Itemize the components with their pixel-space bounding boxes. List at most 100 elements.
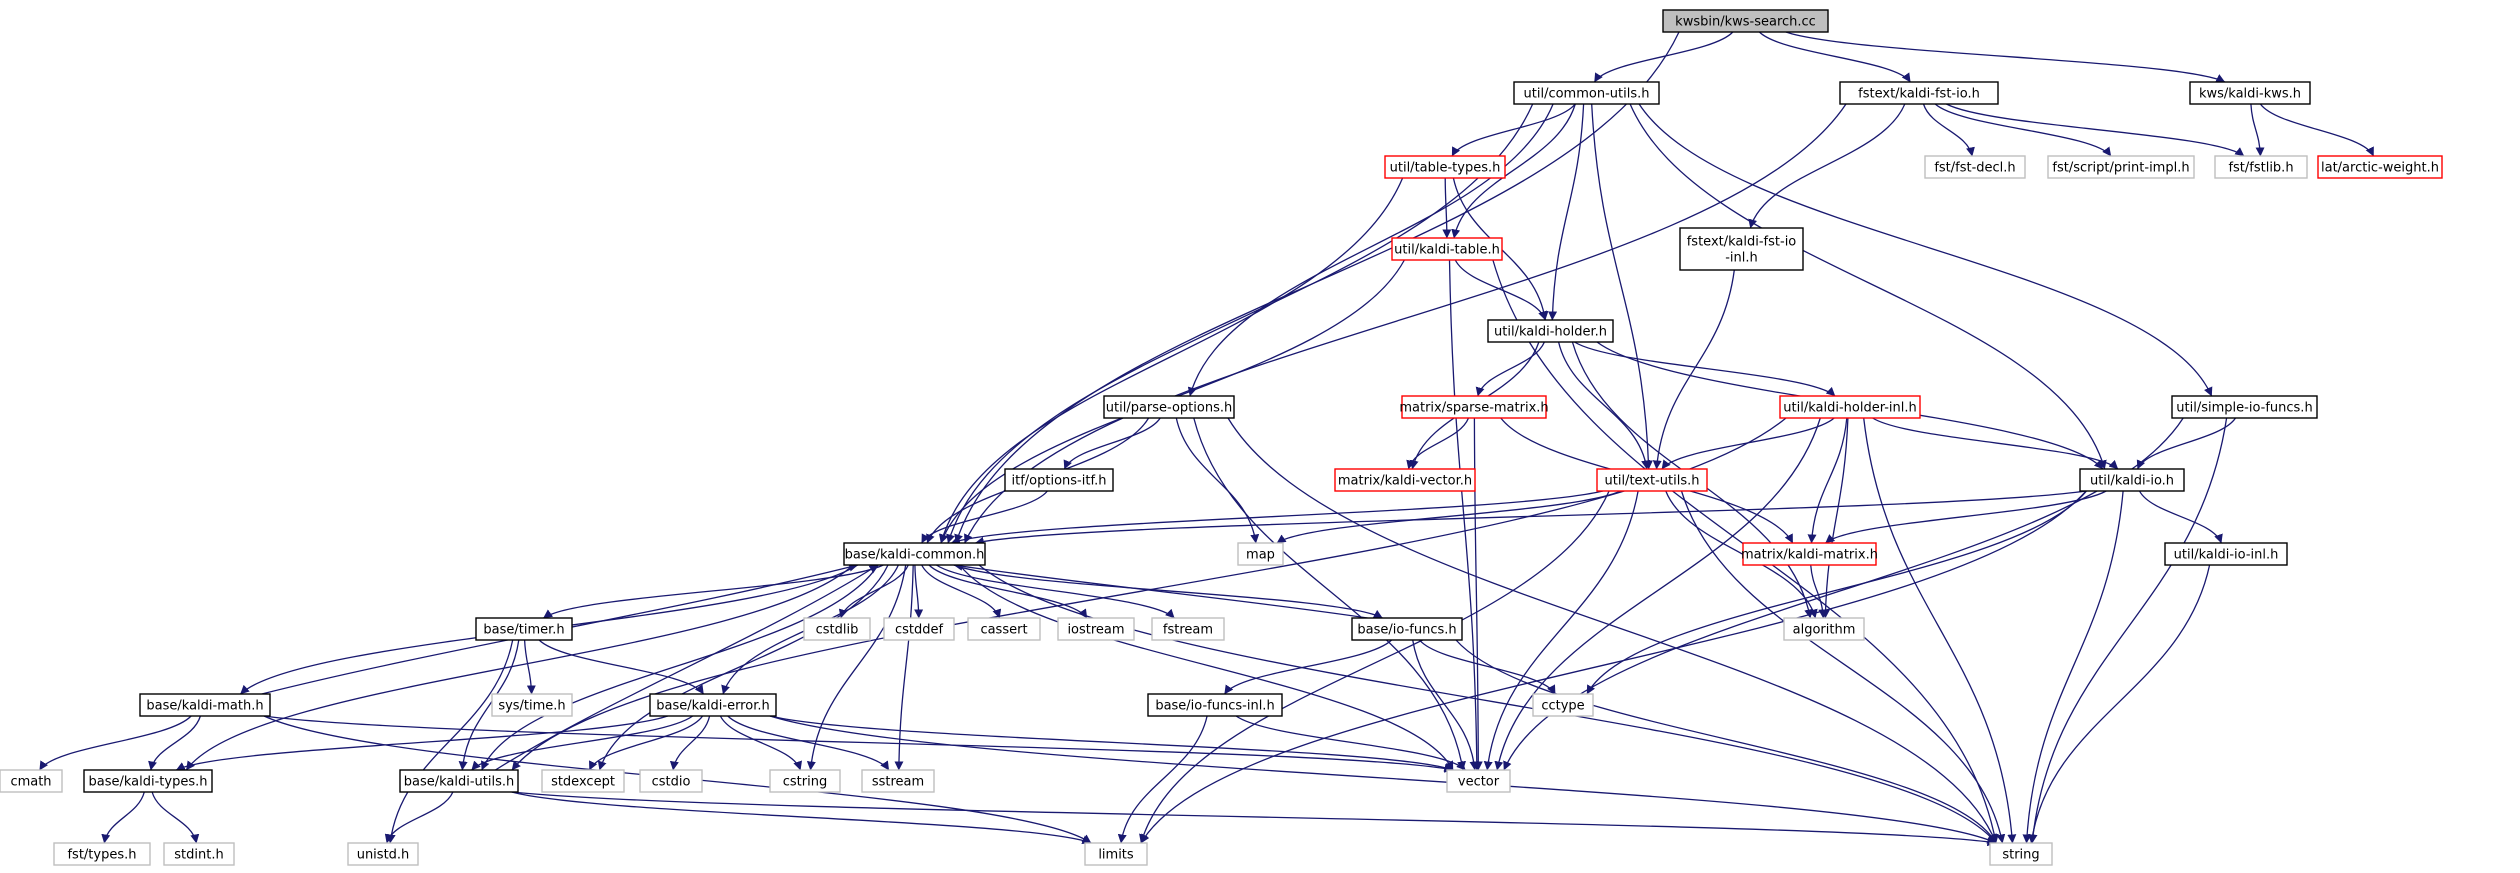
node-kaldi-types[interactable]: base/kaldi-types.h	[83, 769, 213, 793]
node-kaldi-io[interactable]: util/kaldi-io.h	[2079, 468, 2185, 492]
node-kaldi-error[interactable]: base/kaldi-error.h	[649, 693, 777, 717]
node-box	[1237, 542, 1284, 566]
edge-io-funcs-to-cctype	[1419, 639, 1556, 695]
node-kaldi-fst-io-inl[interactable]: fstext/kaldi-fst-io-inl.h	[1679, 227, 1804, 271]
node-box	[1401, 395, 1547, 419]
node-simple-io-funcs[interactable]: util/simple-io-funcs.h	[2171, 395, 2318, 419]
edge-kaldi-types-to-fst-types	[101, 791, 145, 844]
node-kaldi-kws[interactable]: kws/kaldi-kws.h	[2189, 81, 2311, 105]
node-label: sys/time.h	[498, 699, 565, 714]
node-cassert[interactable]: cassert	[967, 617, 1041, 641]
node-table-types[interactable]: util/table-types.h	[1384, 155, 1506, 179]
node-box	[139, 693, 271, 717]
edge-kaldi-error-to-cstring	[719, 715, 802, 771]
node-label: base/io-funcs.h	[1357, 623, 1456, 638]
edge-kaldi-types-to-stdint	[151, 791, 200, 844]
node-vector[interactable]: vector	[1446, 769, 1511, 793]
node-label: -inl.h	[1725, 251, 1758, 266]
node-label: cstring	[783, 775, 827, 790]
node-kaldi-holder-inl[interactable]: util/kaldi-holder-inl.h	[1779, 395, 1921, 419]
node-box	[1147, 693, 1283, 717]
node-text-utils[interactable]: util/text-utils.h	[1596, 468, 1708, 492]
dependency-edges	[39, 31, 2375, 847]
edge-kaldi-common-to-vector	[959, 564, 1454, 771]
edge-text-utils-to-string	[1680, 490, 2006, 844]
node-sstream[interactable]: sstream	[861, 769, 935, 793]
node-label: util/kaldi-io.h	[2090, 474, 2174, 489]
node-sparse-matrix[interactable]: matrix/sparse-matrix.h	[1399, 395, 1549, 419]
node-fst-types[interactable]: fst/types.h	[53, 842, 151, 866]
edge-kaldi-holder-inl-to-kaldi-io	[1872, 417, 2119, 470]
node-box	[649, 693, 777, 717]
node-io-funcs[interactable]: base/io-funcs.h	[1351, 617, 1463, 641]
node-kaldi-fst-io[interactable]: fstext/kaldi-fst-io.h	[1839, 81, 1999, 105]
node-algorithm[interactable]: algorithm	[1783, 617, 1865, 641]
node-label: algorithm	[1793, 623, 1856, 638]
edge-kaldi-math-to-vector	[263, 715, 1454, 773]
node-common-utils[interactable]: util/common-utils.h	[1513, 81, 1660, 105]
node-label: util/common-utils.h	[1524, 87, 1650, 102]
edge-io-funcs-to-string	[1455, 639, 1997, 844]
node-io-funcs-inl[interactable]: base/io-funcs-inl.h	[1147, 693, 1283, 717]
node-sys-time[interactable]: sys/time.h	[491, 693, 573, 717]
node-kaldi-holder[interactable]: util/kaldi-holder.h	[1487, 319, 1614, 343]
node-timer[interactable]: base/timer.h	[475, 617, 573, 641]
edge-text-utils-to-vector	[1483, 490, 1639, 771]
edge-kaldi-common-to-cstdlib	[838, 564, 909, 619]
node-fstream[interactable]: fstream	[1151, 617, 1225, 641]
node-map[interactable]: map	[1237, 542, 1284, 566]
node-fstlib[interactable]: fst/fstlib.h	[2214, 155, 2308, 179]
node-kaldi-matrix[interactable]: matrix/kaldi-matrix.h	[1741, 542, 1878, 566]
node-kaldi-utils[interactable]: base/kaldi-utils.h	[399, 769, 519, 793]
node-kaldi-io-inl[interactable]: util/kaldi-io-inl.h	[2164, 542, 2288, 566]
node-kaldi-common[interactable]: base/kaldi-common.h	[843, 542, 986, 566]
node-unistd[interactable]: unistd.h	[347, 842, 419, 866]
edge-timer-to-kaldi-error	[538, 639, 705, 695]
node-cctype[interactable]: cctype	[1532, 693, 1594, 717]
node-box	[639, 769, 703, 793]
edge-kaldi-common-to-cassert	[921, 564, 1002, 619]
node-cstdio[interactable]: cstdio	[639, 769, 703, 793]
node-label: util/kaldi-holder-inl.h	[1783, 401, 1916, 416]
node-cmath[interactable]: cmath	[0, 769, 63, 793]
edge-kaldi-fst-io-to-kaldi-fst-io-inl	[1748, 103, 1906, 229]
node-box	[843, 542, 986, 566]
node-box	[1151, 617, 1225, 641]
node-iostream[interactable]: iostream	[1057, 617, 1135, 641]
node-label: cstdlib	[816, 623, 859, 638]
node-box	[1334, 468, 1476, 492]
node-box	[1679, 227, 1804, 271]
dependency-nodes: kwsbin/kws-search.cc util/common-utils.h f…	[0, 9, 2443, 866]
node-kws-search[interactable]: kwsbin/kws-search.cc	[1662, 9, 1829, 33]
node-options-itf[interactable]: itf/options-itf.h	[1004, 468, 1114, 492]
node-label: limits	[1098, 848, 1134, 863]
node-cstdlib[interactable]: cstdlib	[803, 617, 871, 641]
node-kaldi-table[interactable]: util/kaldi-table.h	[1391, 237, 1503, 261]
edge-options-itf-to-kaldi-common	[921, 490, 1048, 544]
node-cstddef[interactable]: cstddef	[883, 617, 955, 641]
node-cstring[interactable]: cstring	[769, 769, 841, 793]
node-stdexcept[interactable]: stdexcept	[541, 769, 625, 793]
node-limits[interactable]: limits	[1084, 842, 1148, 866]
node-label: fstream	[1163, 623, 1213, 638]
node-box	[1532, 693, 1594, 717]
node-string[interactable]: string	[1989, 842, 2053, 866]
node-parse-options[interactable]: util/parse-options.h	[1103, 395, 1235, 419]
edge-text-utils-to-kaldi-common	[950, 490, 1604, 545]
node-print-impl[interactable]: fst/script/print-impl.h	[2047, 155, 2195, 179]
node-box	[883, 617, 955, 641]
node-box	[803, 617, 871, 641]
node-arctic-weight[interactable]: lat/arctic-weight.h	[2317, 155, 2443, 179]
node-box	[2164, 542, 2288, 566]
node-label: fst/fstlib.h	[2228, 161, 2293, 176]
node-label: kws/kaldi-kws.h	[2199, 87, 2301, 102]
edge-kaldi-math-to-cmath	[39, 715, 192, 771]
edge-kaldi-holder-inl-to-text-utils	[1661, 417, 1835, 470]
node-stdint[interactable]: stdint.h	[163, 842, 235, 866]
edge-kaldi-error-to-kaldi-utils	[471, 715, 694, 771]
edge-kaldi-common-to-cstddef	[914, 564, 924, 619]
node-kaldi-vector[interactable]: matrix/kaldi-vector.h	[1334, 468, 1476, 492]
node-kaldi-math[interactable]: base/kaldi-math.h	[139, 693, 271, 717]
node-fst-decl[interactable]: fst/fst-decl.h	[1924, 155, 2026, 179]
node-label: unistd.h	[357, 848, 410, 863]
